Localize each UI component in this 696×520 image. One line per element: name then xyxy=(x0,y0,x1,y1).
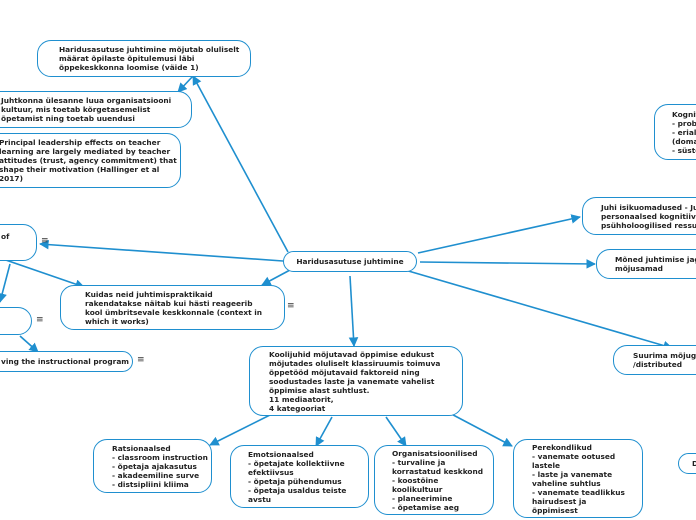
node-leadership-culture[interactable]: Juhtkonna ülesanne luua organisatsiooni … xyxy=(0,91,192,128)
node-principal-effects[interactable]: Principal leadership effects on teacher … xyxy=(0,133,181,188)
node-practices-context-label: Kuidas neid juhtimispraktikaid rakendata… xyxy=(85,289,263,326)
node-school-leaders-label: Koolijuhid mõjutavad õppimise edukust mõ… xyxy=(269,349,441,413)
node-left-of[interactable]: of xyxy=(0,224,37,261)
node-organizational[interactable]: Organisatsioonilised - turvaline ja korr… xyxy=(374,445,494,515)
node-organizational-label: Organisatsioonilised - turvaline ja korr… xyxy=(392,448,484,512)
node-instructional-program[interactable]: ving the instructional program xyxy=(0,351,133,372)
node-principal-effects-label: Principal leadership effects on teacher … xyxy=(0,138,177,183)
node-instructional-program-label: ving the instructional program xyxy=(1,357,130,366)
link-central-practices xyxy=(261,269,291,286)
link-central-left-of xyxy=(39,239,284,262)
more-options-icon[interactable]: ≡ xyxy=(41,236,49,246)
link-central-styles xyxy=(419,259,596,269)
link-school-org xyxy=(385,416,407,447)
node-left-of-label: of xyxy=(1,232,10,241)
node-rational[interactable]: Ratsionaalsed - classroom instruction - … xyxy=(93,439,212,493)
link-left-of-practices xyxy=(0,257,85,289)
link-left-of-empty xyxy=(0,263,11,303)
node-emotional[interactable]: Emotsionaalsed - õpetajate kollektiivne … xyxy=(230,445,369,508)
link-school-emotional xyxy=(315,416,333,447)
more-options-icon[interactable]: ≡ xyxy=(36,315,44,325)
node-d-label: D xyxy=(692,459,696,468)
node-largest-impact-label: Suurima mõjuga /distributed xyxy=(633,351,696,369)
node-leadership-styles[interactable]: Mõned juhtimise jagu mõjusamad xyxy=(596,249,696,279)
more-options-icon[interactable]: ≡ xyxy=(137,355,145,365)
link-central-influence xyxy=(192,75,289,253)
node-leadership-styles-label: Mõned juhtimise jagu mõjusamad xyxy=(615,255,696,273)
node-school-leaders[interactable]: Koolijuhid mõjutavad õppimise edukust mõ… xyxy=(249,346,463,416)
central-topic-label: Haridusasutuse juhtimine xyxy=(296,257,404,266)
node-leadership-culture-label: Juhtkonna ülesanne luua organisatsiooni … xyxy=(1,96,172,123)
node-rational-label: Ratsionaalsed - classroom instruction - … xyxy=(112,443,208,489)
node-largest-impact[interactable]: Suurima mõjuga /distributed xyxy=(613,345,696,375)
node-influence[interactable]: Haridusasutuse juhtimine mõjutab olulise… xyxy=(37,40,251,77)
central-topic-node[interactable]: Haridusasutuse juhtimine xyxy=(283,251,417,272)
node-family[interactable]: Perekondlikud - vanemate ootused lastele… xyxy=(513,439,643,518)
link-school-rational xyxy=(209,414,271,446)
link-influence-team xyxy=(177,75,194,93)
node-emotional-label: Emotsionaalsed - õpetajate kollektiivne … xyxy=(248,449,347,504)
more-options-icon[interactable]: ≡ xyxy=(287,301,295,311)
node-d[interactable]: D xyxy=(678,453,696,474)
node-empty[interactable] xyxy=(0,307,32,335)
node-leader-traits[interactable]: Juhi isikuomadused - Ju personaalsed kog… xyxy=(582,197,696,235)
link-central-school xyxy=(348,275,359,347)
node-influence-label: Haridusasutuse juhtimine mõjutab olulise… xyxy=(59,45,240,72)
node-cognitive[interactable]: Kogniti - probl - erialas (domai - süste xyxy=(654,104,696,160)
link-central-traits xyxy=(417,214,581,254)
node-family-label: Perekondlikud - vanemate ootused lastele… xyxy=(532,442,625,515)
node-leader-traits-label: Juhi isikuomadused - Ju personaalsed kog… xyxy=(601,202,696,230)
link-central-largest xyxy=(404,269,673,351)
node-cognitive-label: Kogniti - probl - erialas (domai - süste xyxy=(672,109,696,155)
node-practices-context[interactable]: Kuidas neid juhtimispraktikaid rakendata… xyxy=(60,285,285,330)
link-empty-program xyxy=(19,335,39,353)
